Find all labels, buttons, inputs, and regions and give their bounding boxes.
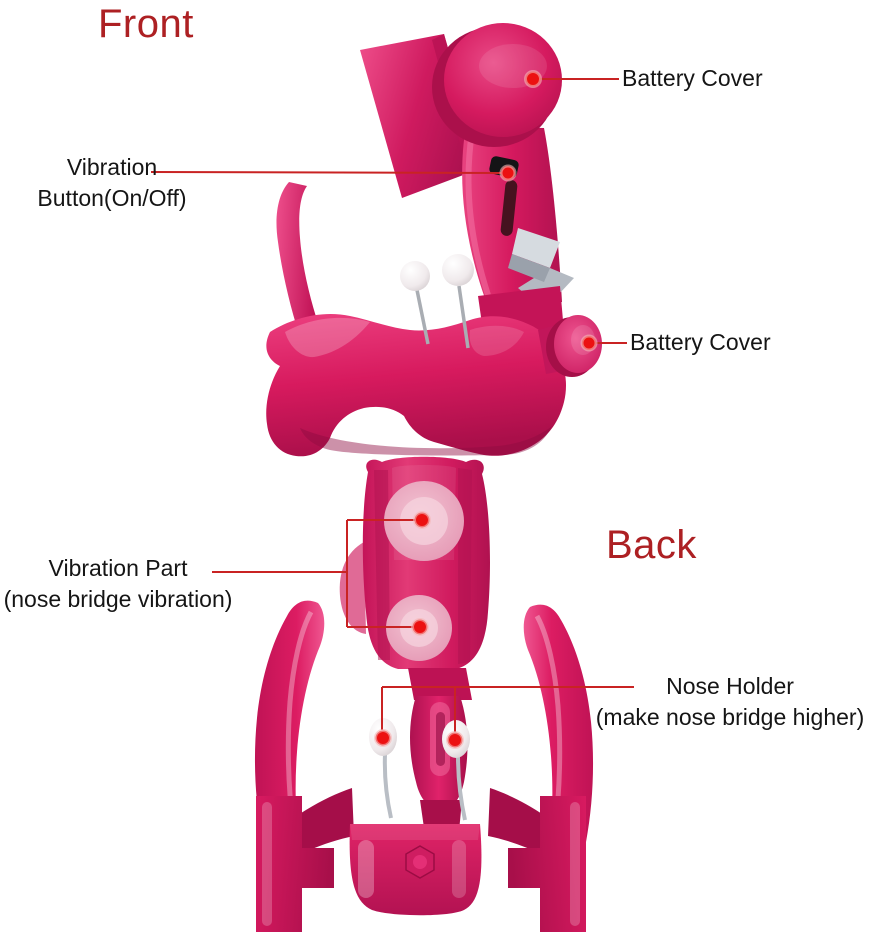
- leader-vibration-button: [150, 171, 502, 174]
- label-line: Button(On/Off): [37, 185, 187, 211]
- front-view-title: Front: [98, 2, 194, 46]
- callout-dot: [413, 511, 431, 529]
- annotation-layer: [150, 78, 634, 732]
- callout-dot: [524, 70, 542, 88]
- leader-nose-holder: [381, 686, 634, 732]
- base-box: [349, 824, 482, 916]
- label-battery-cover-side: Battery Cover: [630, 329, 771, 355]
- left-base-leg: [256, 796, 334, 932]
- label-nose-holder: Nose Holder (make nose bridge higher): [586, 671, 870, 733]
- callout-dot: [374, 729, 392, 747]
- nose-holder-pegs-front: [400, 254, 474, 349]
- label-line: (make nose bridge higher): [595, 704, 865, 730]
- leader-vibration-part: [212, 519, 415, 628]
- callout-dot: [411, 618, 429, 636]
- left-wing: [276, 182, 319, 334]
- label-line: Nose Holder: [666, 673, 794, 699]
- back-view-title: Back: [606, 523, 697, 567]
- callout-dots: [374, 70, 598, 749]
- right-base-leg: [508, 796, 586, 932]
- device-body: [266, 313, 566, 457]
- side-battery-knob: [538, 315, 602, 377]
- callout-dot: [446, 731, 464, 749]
- front-device-photo: [266, 23, 602, 457]
- callout-dot: [499, 164, 517, 182]
- label-vibration-button: Vibration Button(On/Off): [18, 152, 206, 214]
- suction-cup: [339, 542, 366, 634]
- label-line: Vibration: [66, 154, 158, 180]
- label-line: (nose bridge vibration): [3, 586, 233, 612]
- label-battery-cover-top: Battery Cover: [622, 65, 763, 91]
- label-line: Vibration Part: [48, 555, 188, 581]
- label-vibration-part: Vibration Part (nose bridge vibration): [0, 553, 236, 615]
- callout-dot: [580, 334, 598, 352]
